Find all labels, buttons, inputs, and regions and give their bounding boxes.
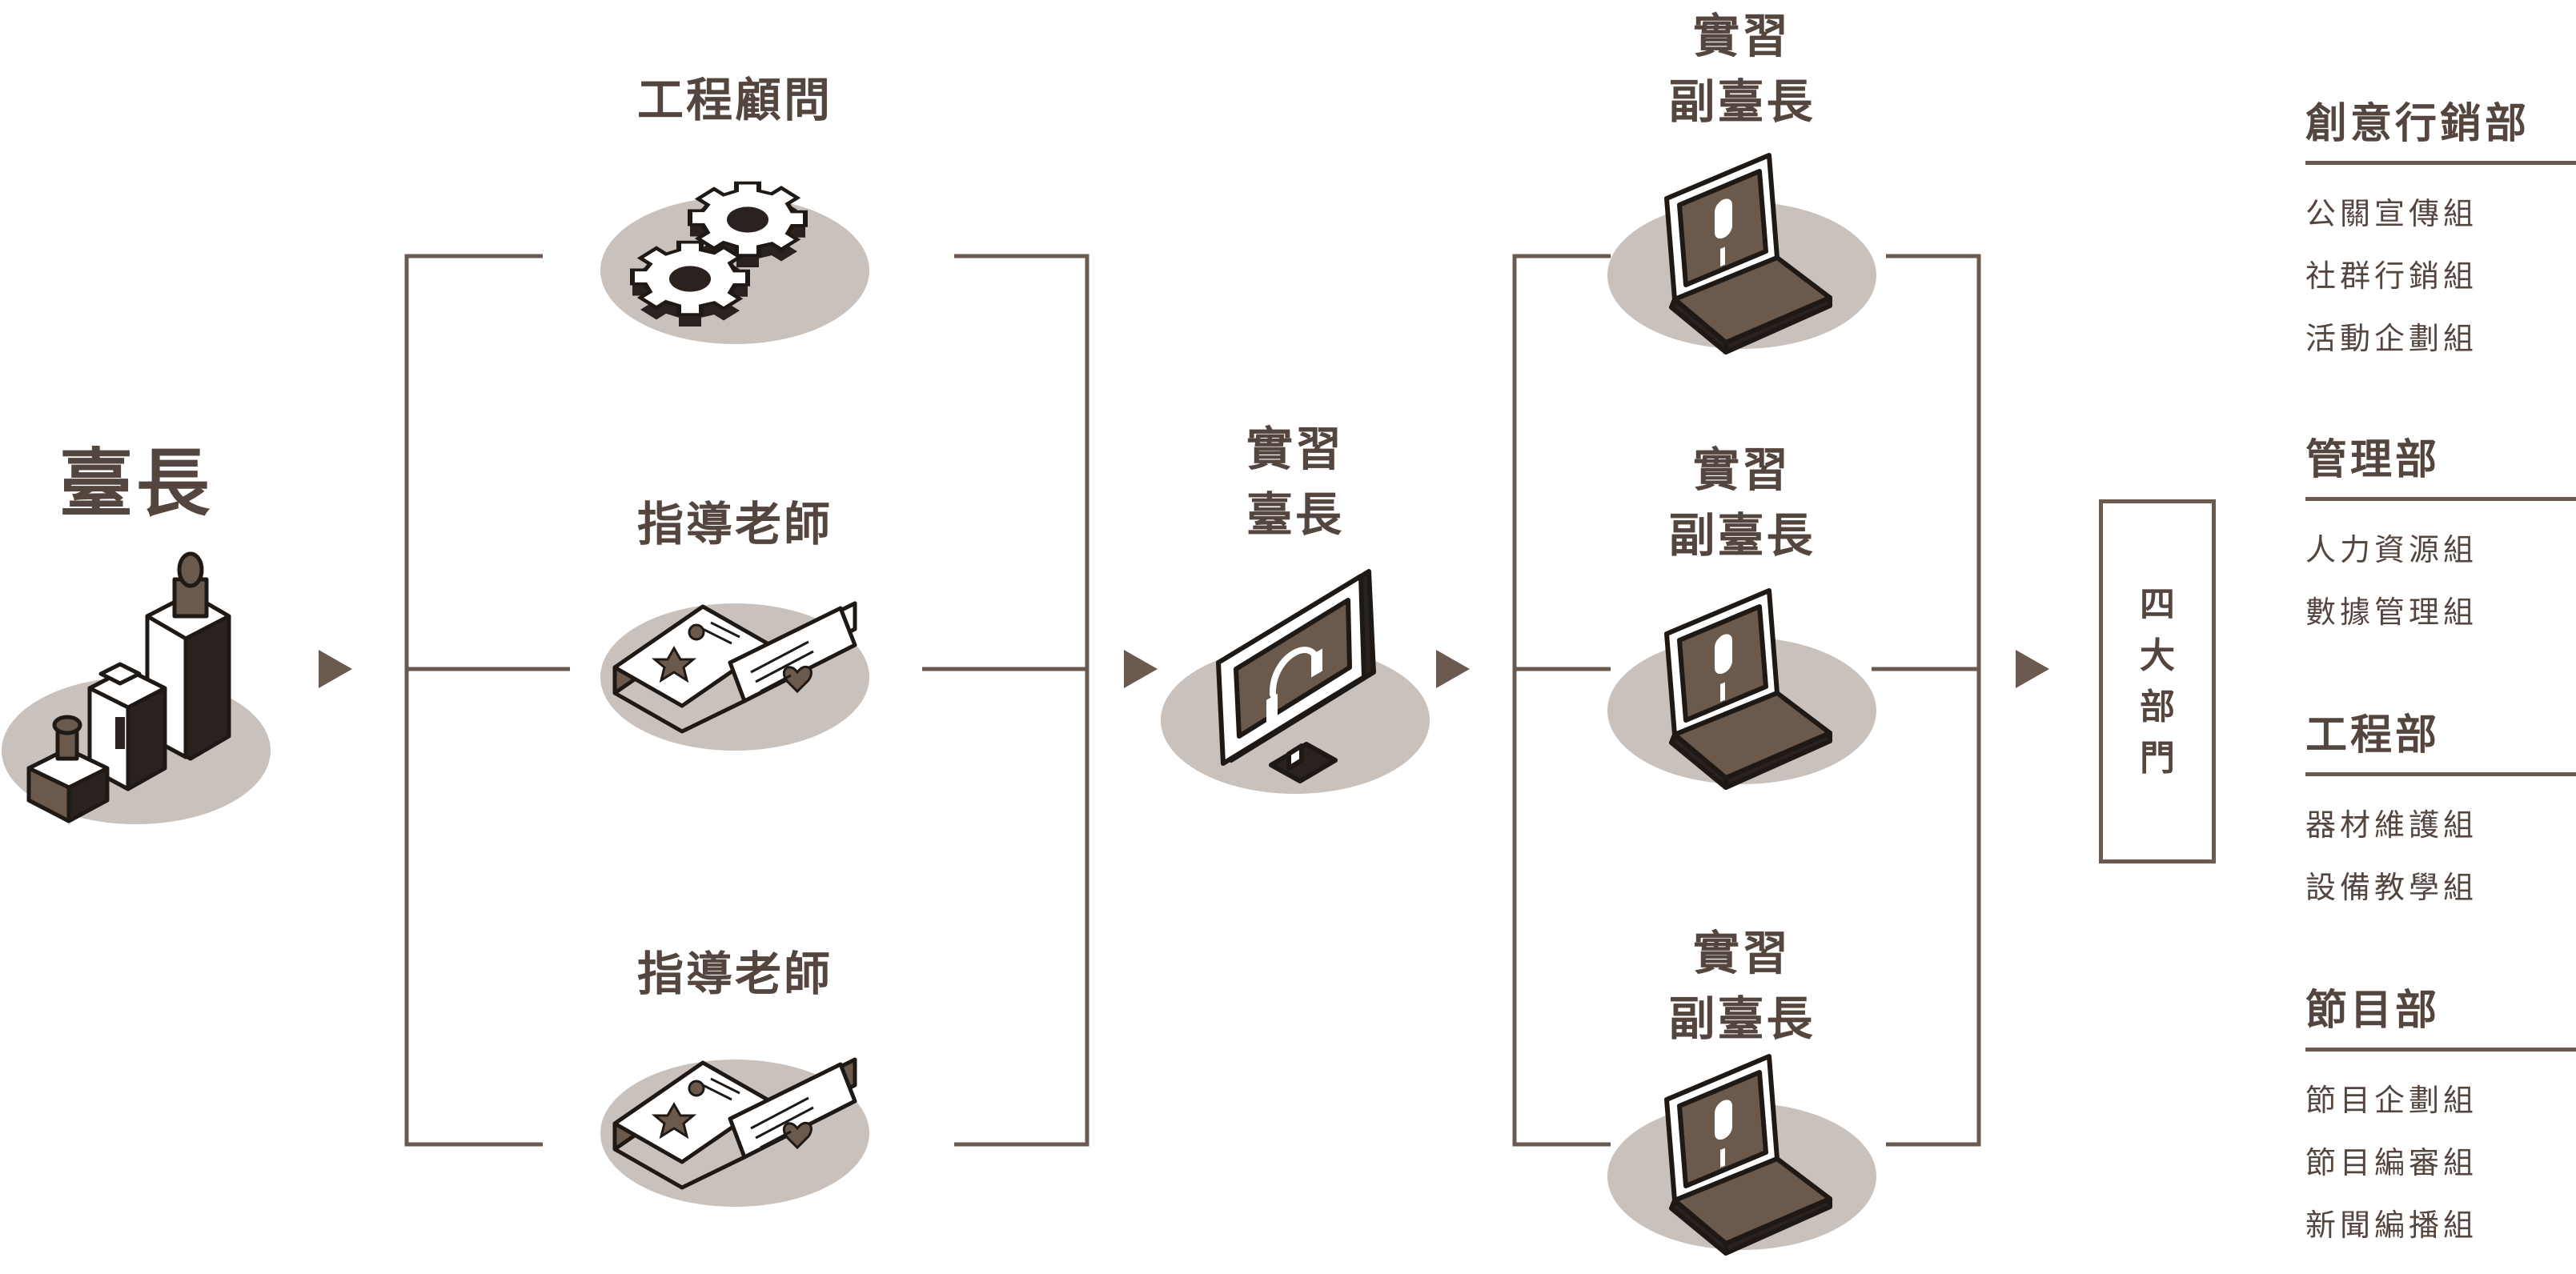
department-engineering: 工程部 器材維護組 設備教學組: [2305, 701, 2576, 919]
team-item: 數據管理組: [2305, 595, 2478, 630]
intern-deputy-title: 實習 副臺長: [1622, 3, 1862, 134]
team-item: 活動企劃組: [2305, 321, 2478, 356]
intern-deputy-line2: 副臺長: [1668, 992, 1816, 1046]
four-departments-box: 四 大 部 門: [2099, 499, 2216, 863]
team-item: 設備教學組: [2305, 870, 2478, 905]
arrow-icon: [1124, 650, 1158, 688]
arrow-icon: [319, 650, 352, 688]
department-program: 節目部 節目企劃組 節目編審組 新聞編播組: [2305, 976, 2576, 1256]
four-departments-char: 四: [2140, 583, 2175, 625]
heart-icon: [782, 665, 813, 694]
bracket-deputies-left: [1512, 254, 1611, 1147]
intern-deputy-title: 實習 副臺長: [1622, 920, 1862, 1052]
team-item: 器材維護組: [2305, 807, 2478, 843]
four-departments-char: 大: [2140, 635, 2175, 676]
flow-arrows: [319, 650, 2049, 688]
arrow-icon: [1436, 650, 1470, 688]
intern-deputy-line2: 副臺長: [1668, 74, 1816, 129]
team-item: 新聞編播組: [2305, 1208, 2478, 1243]
bracket-left: [404, 254, 543, 1147]
department-title: 創意行銷部: [2305, 90, 2576, 165]
laptop-microphone-icon: [1607, 1054, 1876, 1256]
intern-chief-title: 實習 臺長: [1175, 416, 1415, 547]
advisor-teacher-title: 指導老師: [636, 497, 833, 551]
intern-deputy-line2: 副臺長: [1668, 508, 1816, 563]
engineering-advisor-title: 工程顧問: [636, 73, 833, 127]
team-item: 節目企劃組: [2305, 1083, 2478, 1118]
team-item: 人力資源組: [2305, 532, 2478, 567]
star-icon: [651, 1101, 697, 1140]
department-title: 管理部: [2305, 426, 2576, 501]
intern-deputy-line1: 實習: [1692, 443, 1791, 497]
microphone-icon: [1715, 634, 1732, 675]
gears-icon: [600, 183, 869, 344]
open-book-icon: [600, 601, 869, 751]
monitor-headphones-icon: [1161, 569, 1430, 794]
chief-title: 臺長: [58, 440, 213, 527]
intern-chief-line2: 臺長: [1246, 487, 1344, 542]
team-item: 公關宣傳組: [2305, 196, 2478, 231]
intern-deputy-line1: 實習: [1692, 9, 1791, 63]
four-departments-char: 門: [2140, 737, 2175, 779]
team-item: 節目編審組: [2305, 1145, 2478, 1180]
four-departments-char: 部: [2140, 686, 2175, 727]
laptop-microphone-icon: [1607, 153, 1876, 355]
microphone-icon: [1715, 1100, 1732, 1140]
microphone-icon: [1715, 198, 1732, 239]
open-book-icon: [600, 1057, 869, 1207]
arrow-icon: [2016, 650, 2049, 688]
department-marketing: 創意行銷部 公關宣傳組 社群行銷組 活動企劃組: [2305, 90, 2576, 370]
building-blocks-icon: [2, 551, 271, 824]
intern-deputy-line1: 實習: [1692, 926, 1791, 980]
laptop-microphone-icon: [1607, 588, 1876, 790]
intern-deputy-title: 實習 副臺長: [1622, 437, 1862, 568]
department-title: 工程部: [2305, 701, 2576, 776]
star-icon: [651, 645, 697, 683]
intern-chief-line1: 實習: [1246, 422, 1344, 476]
bracket-deputies-right: [1886, 254, 1981, 1147]
department-title: 節目部: [2305, 976, 2576, 1052]
heart-icon: [782, 1121, 813, 1150]
connector-lines: [404, 254, 1981, 1147]
department-management: 管理部 人力資源組 數據管理組: [2305, 426, 2576, 643]
team-item: 社群行銷組: [2305, 258, 2478, 294]
bracket-level2-right: [954, 254, 1089, 1147]
advisor-teacher-title: 指導老師: [636, 947, 833, 1001]
